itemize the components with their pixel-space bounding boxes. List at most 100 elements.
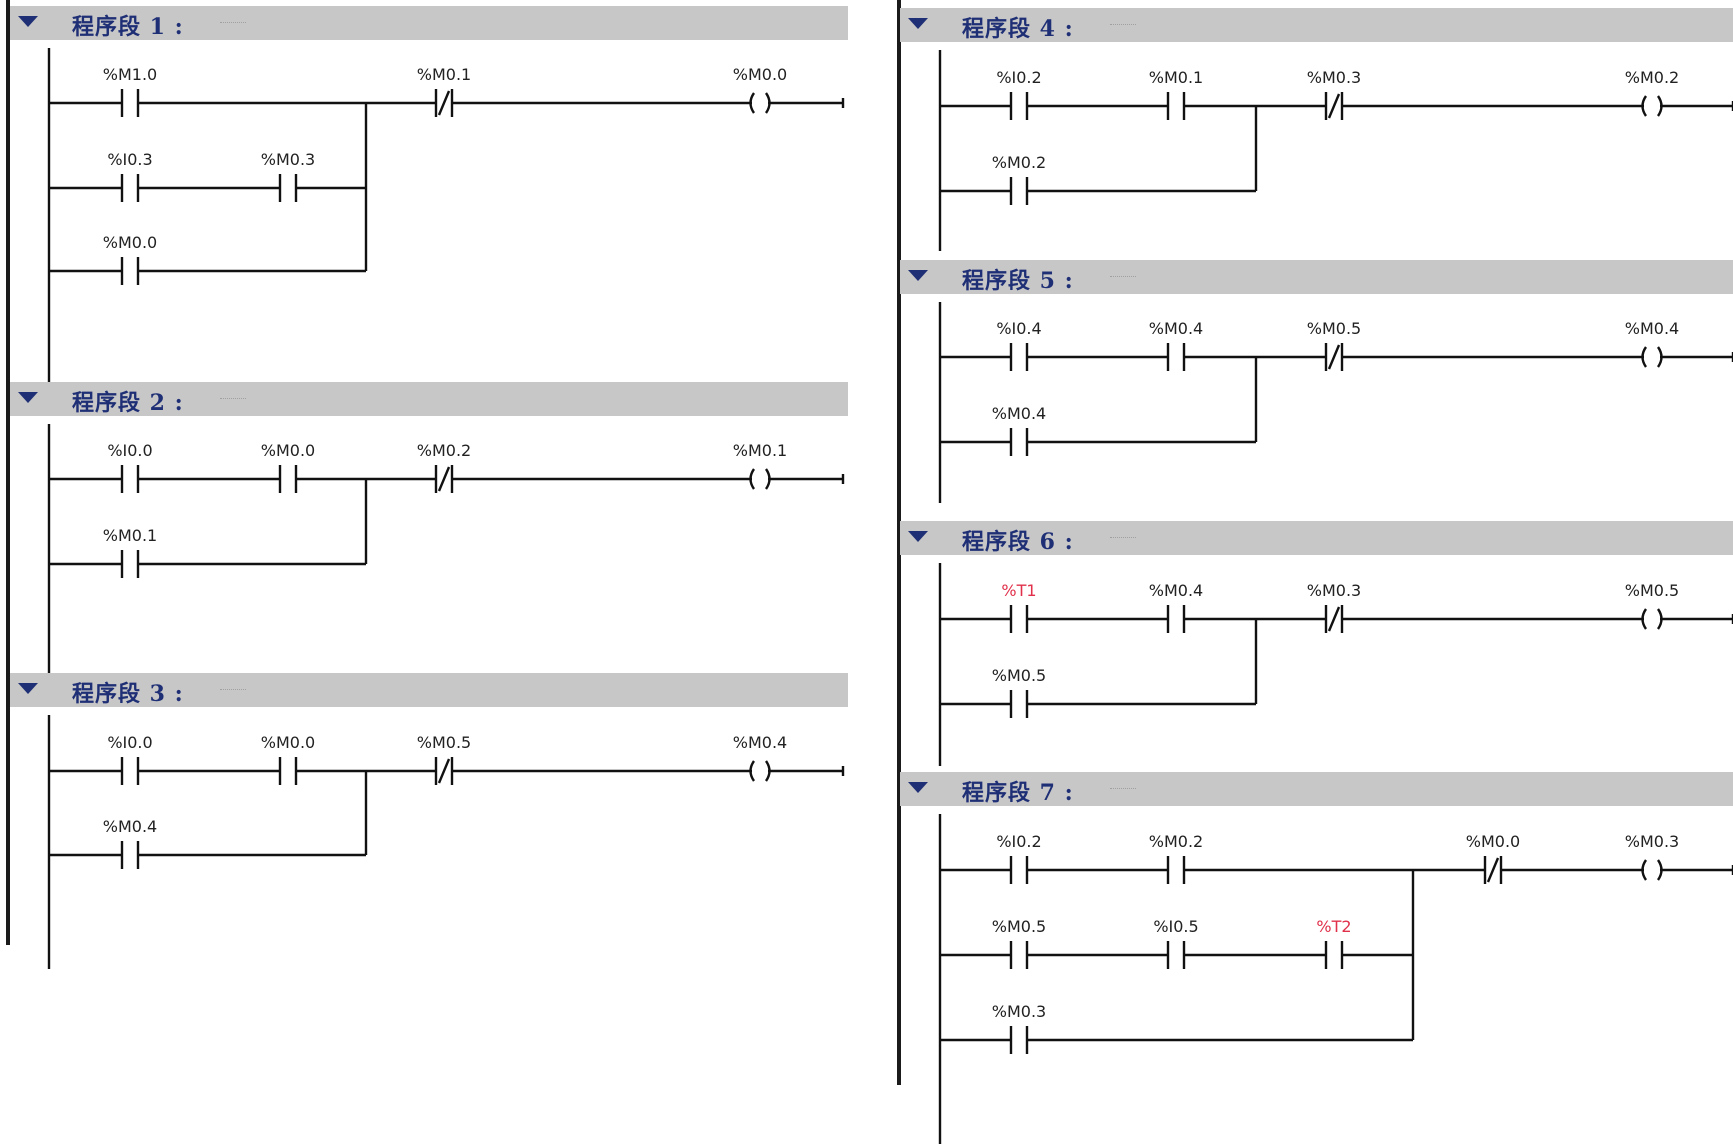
operand-label[interactable]: %M0.3: [260, 150, 316, 169]
no-contact-symbol[interactable]: [268, 174, 308, 202]
no-contact-symbol[interactable]: [999, 428, 1039, 456]
network-header[interactable]: 程序段 5 :: [900, 260, 1733, 294]
coil-symbol[interactable]: [1632, 605, 1672, 633]
no-contact-symbol[interactable]: [110, 841, 150, 869]
operand-label[interactable]: %I0.2: [996, 68, 1042, 87]
network-header[interactable]: 程序段 3 :: [10, 673, 848, 707]
nc-contact-symbol[interactable]: [1473, 856, 1513, 884]
no-contact-symbol[interactable]: [110, 257, 150, 285]
network-header[interactable]: 程序段 4 :: [900, 8, 1733, 42]
operand-label[interactable]: %M0.4: [1148, 319, 1204, 338]
collapse-triangle-icon[interactable]: [18, 392, 38, 403]
operand-label[interactable]: %M0.2: [1148, 832, 1204, 851]
operand-label[interactable]: %M0.0: [1465, 832, 1521, 851]
operand-label[interactable]: %M0.0: [732, 65, 788, 84]
no-contact-symbol[interactable]: [110, 174, 150, 202]
operand-label[interactable]: %M0.5: [991, 666, 1047, 685]
no-contact-symbol[interactable]: [999, 941, 1039, 969]
nc-contact-symbol[interactable]: [1314, 343, 1354, 371]
no-contact-symbol[interactable]: [1156, 941, 1196, 969]
network-comment-field[interactable]: [1110, 537, 1136, 538]
nc-contact-symbol[interactable]: [424, 89, 464, 117]
no-contact-symbol[interactable]: [268, 757, 308, 785]
network-comment-field[interactable]: [1110, 276, 1136, 277]
operand-label[interactable]: %M0.2: [416, 441, 472, 460]
no-contact-symbol[interactable]: [1156, 856, 1196, 884]
operand-label[interactable]: %M0.4: [732, 733, 788, 752]
network-comment-field[interactable]: [1110, 788, 1136, 789]
no-contact-symbol[interactable]: [1314, 941, 1354, 969]
operand-label[interactable]: %M0.0: [260, 733, 316, 752]
network-comment-field[interactable]: [220, 22, 246, 23]
operand-label[interactable]: %M0.0: [102, 233, 158, 252]
left-editor-panel: 程序段 1 : %M1.0 %M0.1 %M0.0 %I0.3 %M0.3 %M0.0 程序段…: [0, 0, 850, 1085]
operand-label[interactable]: %M0.1: [732, 441, 788, 460]
operand-label[interactable]: %M0.4: [1148, 581, 1204, 600]
collapse-triangle-icon[interactable]: [18, 16, 38, 27]
network-comment-field[interactable]: [220, 398, 246, 399]
coil-symbol[interactable]: [740, 89, 780, 117]
operand-label[interactable]: %M0.4: [991, 404, 1047, 423]
no-contact-symbol[interactable]: [1156, 92, 1196, 120]
operand-label[interactable]: %T2: [1316, 917, 1352, 936]
operand-label[interactable]: %M1.0: [102, 65, 158, 84]
operand-label[interactable]: %M0.0: [260, 441, 316, 460]
collapse-triangle-icon[interactable]: [908, 270, 928, 281]
network-header[interactable]: 程序段 6 :: [900, 521, 1733, 555]
collapse-triangle-icon[interactable]: [908, 531, 928, 542]
no-contact-symbol[interactable]: [999, 343, 1039, 371]
operand-label[interactable]: %M0.1: [1148, 68, 1204, 87]
coil-symbol[interactable]: [1632, 856, 1672, 884]
operand-label[interactable]: %M0.3: [991, 1002, 1047, 1021]
network-header[interactable]: 程序段 2 :: [10, 382, 848, 416]
nc-contact-symbol[interactable]: [1314, 92, 1354, 120]
no-contact-symbol[interactable]: [999, 1026, 1039, 1054]
no-contact-symbol[interactable]: [999, 605, 1039, 633]
operand-label[interactable]: %I0.4: [996, 319, 1042, 338]
operand-label[interactable]: %I0.2: [996, 832, 1042, 851]
operand-label[interactable]: %M0.5: [416, 733, 472, 752]
operand-label[interactable]: %I0.5: [1153, 917, 1199, 936]
network-comment-field[interactable]: [220, 689, 246, 690]
operand-label[interactable]: %M0.1: [416, 65, 472, 84]
no-contact-symbol[interactable]: [110, 550, 150, 578]
operand-label[interactable]: %M0.3: [1306, 68, 1362, 87]
operand-label[interactable]: %I0.0: [107, 733, 153, 752]
operand-label[interactable]: %M0.5: [991, 917, 1047, 936]
nc-contact-symbol[interactable]: [424, 757, 464, 785]
coil-symbol[interactable]: [740, 465, 780, 493]
no-contact-symbol[interactable]: [1156, 605, 1196, 633]
operand-label[interactable]: %M0.3: [1306, 581, 1362, 600]
collapse-triangle-icon[interactable]: [908, 18, 928, 29]
collapse-triangle-icon[interactable]: [18, 683, 38, 694]
operand-label[interactable]: %M0.2: [1624, 68, 1680, 87]
network-header[interactable]: 程序段 1 :: [10, 6, 848, 40]
operand-label[interactable]: %M0.4: [1624, 319, 1680, 338]
operand-label[interactable]: %M0.4: [102, 817, 158, 836]
operand-label[interactable]: %M0.2: [991, 153, 1047, 172]
coil-symbol[interactable]: [740, 757, 780, 785]
coil-symbol[interactable]: [1632, 92, 1672, 120]
no-contact-symbol[interactable]: [999, 856, 1039, 884]
operand-label[interactable]: %I0.0: [107, 441, 153, 460]
operand-label[interactable]: %M0.5: [1624, 581, 1680, 600]
operand-label[interactable]: %I0.3: [107, 150, 153, 169]
operand-label[interactable]: %M0.5: [1306, 319, 1362, 338]
no-contact-symbol[interactable]: [110, 89, 150, 117]
no-contact-symbol[interactable]: [110, 465, 150, 493]
nc-contact-symbol[interactable]: [1314, 605, 1354, 633]
no-contact-symbol[interactable]: [1156, 343, 1196, 371]
no-contact-symbol[interactable]: [999, 92, 1039, 120]
no-contact-symbol[interactable]: [110, 757, 150, 785]
operand-label[interactable]: %M0.1: [102, 526, 158, 545]
operand-label[interactable]: %T1: [1001, 581, 1037, 600]
collapse-triangle-icon[interactable]: [908, 782, 928, 793]
network-header[interactable]: 程序段 7 :: [900, 772, 1733, 806]
network-comment-field[interactable]: [1110, 24, 1136, 25]
no-contact-symbol[interactable]: [268, 465, 308, 493]
operand-label[interactable]: %M0.3: [1624, 832, 1680, 851]
nc-contact-symbol[interactable]: [424, 465, 464, 493]
coil-symbol[interactable]: [1632, 343, 1672, 371]
no-contact-symbol[interactable]: [999, 177, 1039, 205]
no-contact-symbol[interactable]: [999, 690, 1039, 718]
